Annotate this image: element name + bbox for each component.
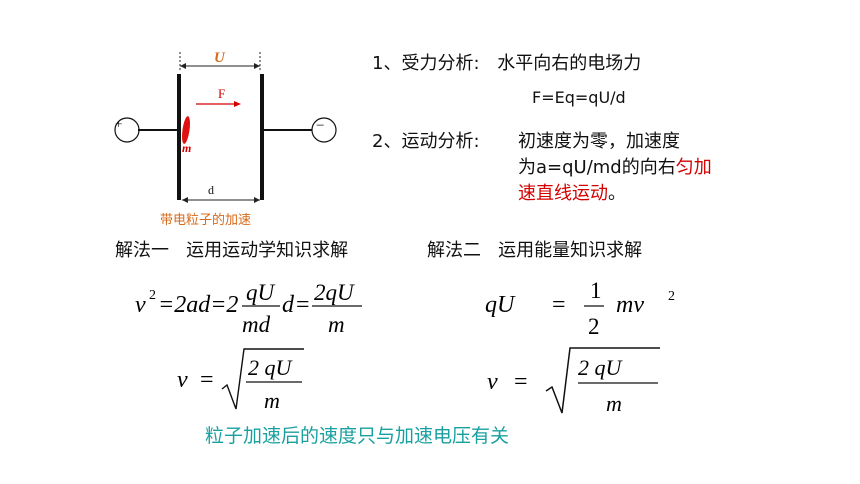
svg-text:m: m — [264, 388, 280, 413]
svg-text:m: m — [606, 391, 622, 416]
velocity-formula-left: v = 2 qU m — [177, 348, 304, 413]
mass-label: m — [182, 141, 191, 155]
svg-text:2: 2 — [149, 288, 156, 303]
force-analysis: 1、受力分析: 水平向右的电场力 — [372, 49, 641, 75]
force-analysis-text: 水平向右的电场力 — [497, 53, 642, 74]
sqrt-sign — [221, 348, 304, 410]
velocity-formula-right: v = 2 qU m — [487, 347, 660, 416]
svg-text:=: = — [552, 292, 566, 318]
svg-text:mv: mv — [616, 292, 644, 318]
motion-analysis-line-b: 为a=qU/md的向右匀加 — [518, 157, 712, 178]
svg-text:qU: qU — [246, 280, 276, 305]
svg-text:=: = — [296, 292, 310, 318]
conclusion-text: 粒子加速后的速度只与加速电压有关 — [205, 425, 510, 447]
svg-text:2: 2 — [668, 289, 675, 304]
plus-sign: + — [115, 116, 122, 131]
force-formula: F=Eq=qU/d — [532, 88, 626, 107]
svg-text:qU: qU — [485, 292, 516, 318]
force-label: F — [218, 86, 225, 101]
method-one-heading: 解法一 运用运动学知识求解 — [115, 240, 349, 261]
svg-text:1: 1 — [590, 278, 602, 303]
energy-formula: qU = 1 2 mv 2 — [485, 278, 675, 339]
positive-terminal — [114, 117, 140, 143]
distance-label: d — [208, 183, 214, 197]
charged-particle — [182, 116, 190, 144]
method-two-heading: 解法二 运用能量知识求解 — [427, 240, 643, 261]
svg-text:2 qU: 2 qU — [248, 355, 294, 380]
highlight-text: 速直线运动 — [518, 183, 608, 204]
svg-text:md: md — [242, 312, 271, 337]
svg-text:=: = — [200, 367, 214, 393]
svg-text:2 qU: 2 qU — [578, 355, 624, 380]
svg-text:m: m — [328, 312, 345, 337]
svg-text:v: v — [177, 367, 188, 393]
voltage-label: U — [214, 50, 226, 66]
svg-text:=2ad=2: =2ad=2 — [158, 292, 238, 318]
svg-text:d: d — [282, 292, 295, 318]
force-analysis-label: 1、受力分析: — [372, 53, 480, 74]
capacitor-diagram: U + − m F d — [114, 50, 337, 203]
svg-text:v: v — [487, 369, 498, 395]
diagram-caption: 带电粒子的加速 — [160, 213, 252, 228]
kinematics-formula: v 2 =2ad=2 qU md d = 2qU m — [135, 280, 362, 337]
highlight-text: 匀加 — [675, 157, 712, 178]
svg-text:2qU: 2qU — [314, 280, 355, 305]
motion-analysis-line-c: 速直线运动。 — [518, 183, 626, 204]
motion-analysis-label: 2、运动分析: — [372, 131, 480, 152]
negative-terminal — [311, 117, 337, 143]
minus-sign: − — [316, 118, 324, 134]
motion-analysis-line-a: 初速度为零，加速度 — [518, 131, 680, 152]
svg-text:v: v — [135, 292, 146, 318]
svg-text:=: = — [514, 369, 528, 395]
sqrt-sign — [545, 347, 660, 414]
svg-text:2: 2 — [588, 314, 600, 339]
